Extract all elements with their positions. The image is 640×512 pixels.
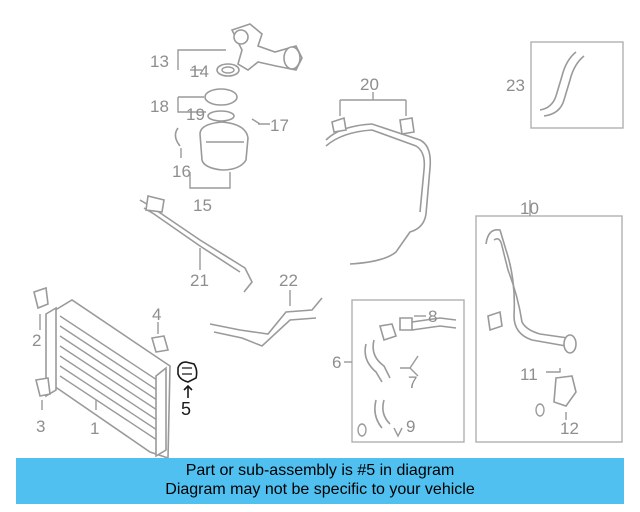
callout-14: 14 [190,62,209,81]
callout-17: 17 [270,116,289,135]
banner-line-1: Part or sub-assembly is #5 in diagram [185,462,455,479]
callout-19: 19 [186,105,205,124]
parts-diagram: 13 14 18 19 17 16 15 20 23 21 22 10 [32,23,624,458]
expansion-tank [199,121,249,171]
bracket-4 [150,335,170,353]
hose-7 [364,343,383,383]
coolant-hose-23 [539,51,577,111]
callout-11: 11 [520,365,538,384]
callout-16: 16 [172,162,191,181]
callout-23: 23 [506,76,525,95]
callout-7: 7 [408,373,417,392]
radiator-hose-10 [485,228,567,347]
detail-box-10 [475,215,623,443]
radiator [45,299,171,458]
leader-18 [177,96,206,113]
bolt-17 [251,118,270,125]
callout-18: 18 [150,97,169,116]
callout-15: 15 [193,196,212,215]
callout-21: 21 [190,271,209,290]
info-banner: Part or sub-assembly is #5 in diagram Di… [16,458,624,504]
detail-box-6 [351,299,465,443]
thermostat-housing [216,23,303,77]
callout-20: 20 [360,75,379,94]
callout-8: 8 [428,307,437,326]
callout-6: 6 [332,353,341,372]
callout-1: 1 [90,419,99,438]
callout-9: 9 [406,417,415,436]
detail-box-23 [530,41,624,129]
callout-4: 4 [152,305,161,324]
callout-2: 2 [32,331,41,350]
radiator-bracket-3 [35,377,51,397]
callout-10: 10 [520,199,539,218]
coolant-hose-20 [325,123,432,265]
callout-22: 22 [279,271,298,290]
hose-9 [374,399,383,429]
highlighted-part-5 [177,361,198,398]
callout-3: 3 [36,417,45,436]
coolant-pipe-22 [209,297,323,335]
connector-12 [553,375,577,407]
leader-15 [189,172,231,189]
callout-12: 12 [560,419,579,438]
leader-13 [177,49,226,70]
leader-20 [339,92,407,116]
tank-hose-16 [174,127,181,147]
callout-13: 13 [150,52,169,71]
radiator-bracket-2 [33,286,49,310]
expansion-tank-cap [204,88,238,122]
callout-5-highlighted: 5 [181,399,191,419]
banner-line-2: Diagram may not be specific to your vehi… [165,481,475,498]
